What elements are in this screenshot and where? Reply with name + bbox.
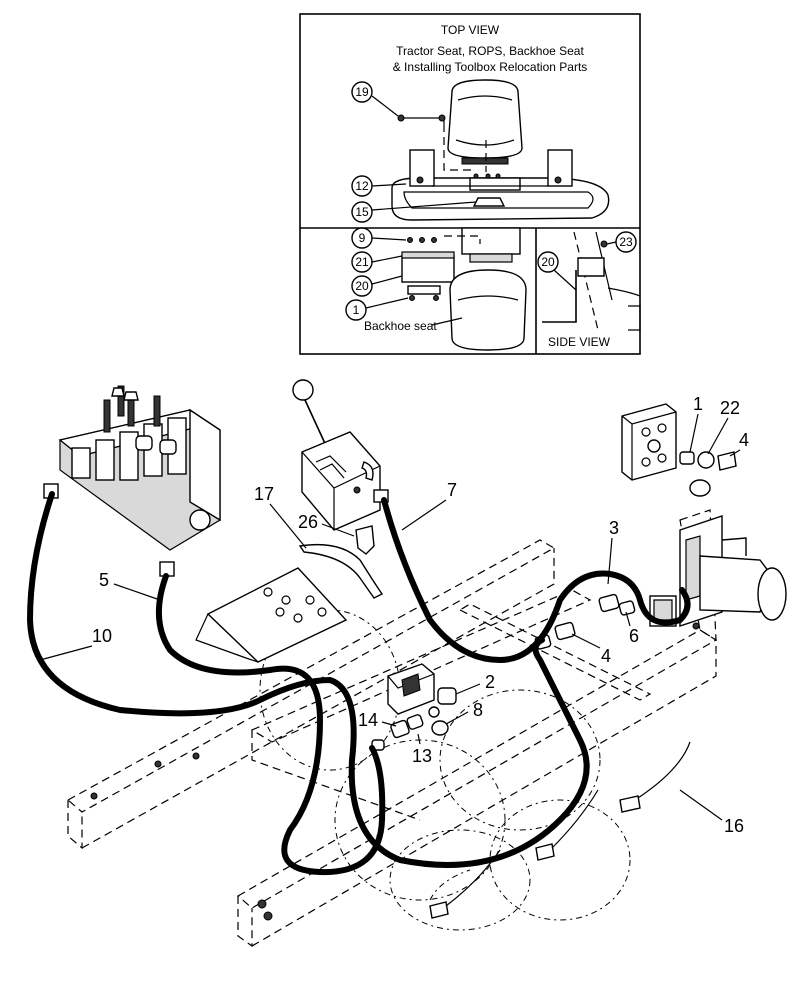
svg-text:9: 9 [359, 231, 366, 245]
callout-8: 8 [445, 700, 483, 725]
svg-text:12: 12 [355, 179, 369, 193]
callout-6: 6 [625, 611, 639, 646]
inset-heading: TOP VIEW [441, 23, 500, 37]
callout-16: 16 [679, 789, 744, 836]
svg-text:2: 2 [485, 672, 495, 692]
frame-rails [66, 509, 718, 948]
bracket-19 [397, 114, 487, 172]
hose-5 [155, 573, 386, 876]
rear-hitch [649, 515, 787, 627]
hose-7 [381, 497, 691, 663]
inset-callout-15: 15 [351, 201, 477, 223]
svg-text:15: 15 [355, 205, 369, 219]
coupler-block [621, 403, 737, 497]
hose-10 [27, 491, 590, 868]
svg-text:17: 17 [254, 484, 274, 504]
svg-text:16: 16 [724, 816, 744, 836]
callout-4-mid: 4 [571, 633, 611, 666]
callout-4-top: 4 [729, 430, 749, 457]
inset-callout-20-side: 20 [537, 251, 577, 291]
svg-text:23: 23 [619, 235, 633, 249]
callout-7: 7 [401, 480, 457, 531]
side-view-label: SIDE VIEW [548, 335, 611, 349]
svg-text:3: 3 [609, 518, 619, 538]
inset-caption-line1: Tractor Seat, ROPS, Backhoe Seat [396, 44, 584, 58]
inset-callout-12: 12 [351, 175, 407, 197]
svg-text:14: 14 [358, 710, 378, 730]
side-view: SIDE VIEW [542, 231, 641, 349]
callout-1: 1 [689, 394, 703, 453]
svg-text:13: 13 [412, 746, 432, 766]
inset-callout-1: 1 [345, 297, 409, 321]
svg-text:10: 10 [92, 626, 112, 646]
rops-frame [391, 149, 610, 221]
svg-text:7: 7 [447, 480, 457, 500]
callout-17: 17 [254, 484, 307, 549]
mounting-plate [195, 543, 384, 663]
callout-26: 26 [298, 512, 355, 537]
callout-5: 5 [99, 570, 161, 601]
diverter-block [387, 663, 457, 715]
main-callouts: 1 22 4 7 3 17 [39, 394, 749, 836]
toolbox-clips [429, 741, 691, 919]
svg-text:5: 5 [99, 570, 109, 590]
callout-14: 14 [358, 710, 397, 730]
svg-text:8: 8 [473, 700, 483, 720]
backhoe-seat-label: Backhoe seat [364, 319, 437, 333]
inset-callout-9: 9 [351, 227, 407, 249]
inset-callout-21: 21 [351, 251, 403, 273]
operator-lever [292, 379, 389, 531]
callout-22: 22 [707, 398, 740, 455]
svg-text:22: 22 [720, 398, 740, 418]
svg-text:20: 20 [355, 279, 369, 293]
svg-text:1: 1 [693, 394, 703, 414]
inset-callout-19: 19 [351, 81, 399, 117]
inset-callout-23: 23 [606, 231, 637, 253]
control-valve-bank [43, 385, 221, 577]
svg-text:4: 4 [601, 646, 611, 666]
backhoe-seat-assembly: Backhoe seat [364, 227, 527, 351]
hydraulic-hoses [27, 491, 691, 876]
inset-callout-20: 20 [351, 275, 403, 297]
main-assembly: 1 22 4 7 3 17 [27, 379, 787, 948]
svg-text:4: 4 [739, 430, 749, 450]
callout-2: 2 [455, 672, 495, 695]
svg-text:1: 1 [353, 303, 360, 317]
svg-text:6: 6 [629, 626, 639, 646]
svg-text:20: 20 [541, 255, 555, 269]
top-view-inset: TOP VIEW Tractor Seat, ROPS, Backhoe Sea… [299, 13, 641, 355]
svg-text:26: 26 [298, 512, 318, 532]
tractor-seat [447, 79, 523, 165]
svg-text:21: 21 [355, 255, 369, 269]
inset-frame [299, 13, 641, 355]
inset-caption-line2: & Installing Toolbox Relocation Parts [393, 60, 588, 74]
fittings [355, 525, 636, 751]
callout-10: 10 [39, 626, 112, 661]
callout-3: 3 [607, 518, 619, 585]
callout-13: 13 [412, 733, 432, 766]
svg-text:19: 19 [355, 85, 369, 99]
inset-callouts: 19 12 15 9 21 [345, 81, 637, 321]
